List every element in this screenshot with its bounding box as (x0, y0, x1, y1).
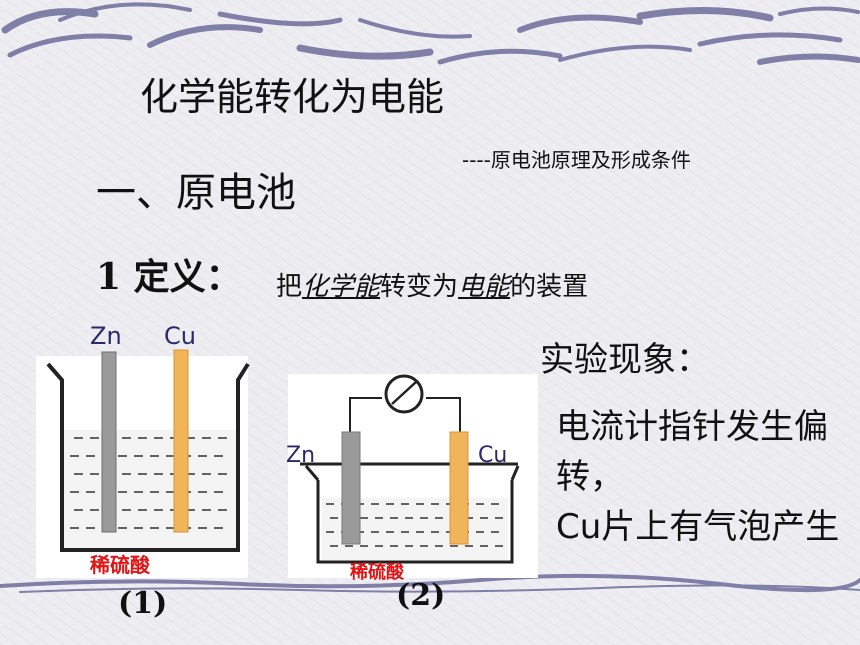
definition-text-part: 转变为 (380, 272, 459, 302)
observation-text: 电流计指针发生偏转， Cu片上有气泡产生 (556, 402, 846, 552)
top-decoration (1, 2, 860, 65)
figure-1-solution-lines (70, 437, 230, 529)
figure-1-solution-label: 稀硫酸 (90, 553, 151, 577)
figure-1-beaker-outline (46, 362, 250, 552)
figure-2-wire (349, 397, 461, 432)
definition-text-part: 把 (276, 272, 303, 302)
figure-2-solution-label: 稀硫酸 (350, 561, 405, 582)
slide-title: 化学能转化为电能 (140, 75, 445, 119)
figure-2-zinc-strip (341, 431, 361, 545)
figure-1-beaker: Zn Cu 稀硫酸 (36, 322, 250, 578)
figure-2-cu-label: Cu (478, 443, 507, 468)
figure-2-zn-label: Zn (286, 443, 315, 468)
figure-1-zn-label: Zn (90, 322, 122, 350)
observation-heading: 实验现象： (540, 340, 710, 380)
figure-2-beaker-outline (300, 462, 520, 564)
observation-line: 电流计指针发生偏转， (556, 407, 828, 497)
galvanometer-needle (391, 381, 417, 405)
figure-2-galvanic-cell: Zn Cu 稀硫酸 (286, 374, 538, 582)
observation-line: Cu片上有气泡产生 (556, 507, 840, 547)
slide-subtitle: ----原电池原理及形成条件 (462, 148, 691, 172)
figure-1-cu-label: Cu (164, 322, 196, 350)
figure-1-copper-strip (173, 349, 189, 533)
emphasis-electric-energy: 电能 (458, 272, 511, 302)
figure-2-label: (2) (396, 578, 446, 613)
section-heading: 一、原电池 (96, 170, 296, 216)
figure-1-solution (62, 430, 238, 548)
bottom-decoration (0, 573, 860, 593)
figure-1-zinc-strip (101, 351, 117, 533)
definition-text-part: 的装置 (510, 272, 589, 302)
definition-label: 1 定义： (96, 256, 242, 298)
emphasis-chemical-energy: 化学能 (302, 272, 381, 302)
figure-1-label: (1) (118, 586, 168, 621)
figure-2-copper-strip (449, 431, 469, 545)
definition-text: 把化学能转变为电能的装置 (276, 266, 588, 303)
